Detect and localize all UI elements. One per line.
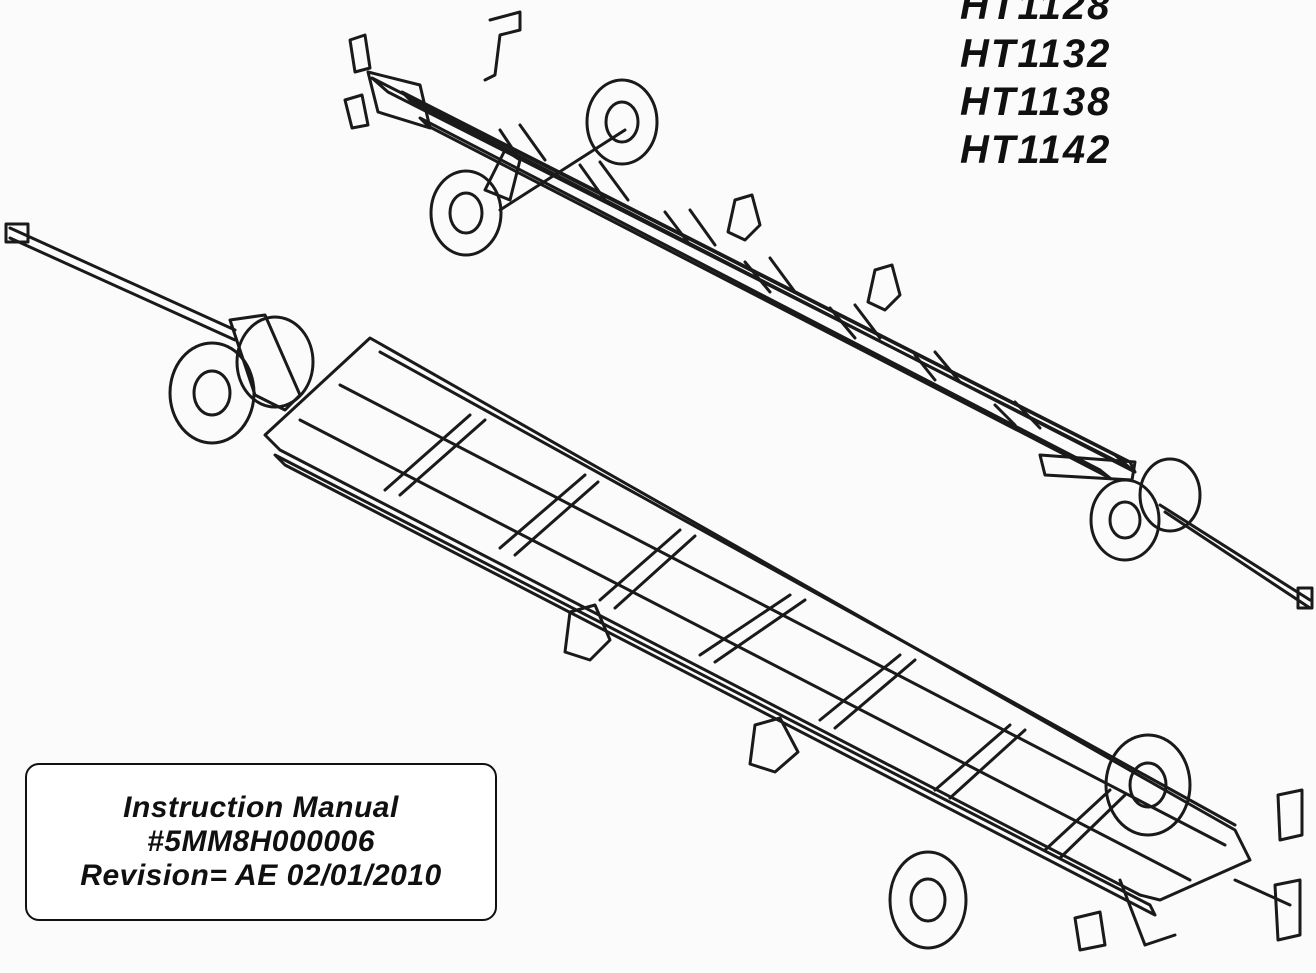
manual-revision: Revision= AE 02/01/2010 bbox=[80, 859, 442, 892]
model-number: HT1128 bbox=[960, 0, 1112, 28]
manual-title: Instruction Manual bbox=[123, 791, 399, 824]
upper-trailer-wheels bbox=[429, 78, 1202, 562]
manual-info-box: Instruction Manual #5MM8H000006 Revision… bbox=[25, 763, 497, 921]
model-number: HT1142 bbox=[960, 128, 1112, 172]
lower-trailer-frame bbox=[228, 313, 1304, 952]
lower-trailer-wheels bbox=[168, 315, 1192, 950]
upper-trailer-frame bbox=[343, 10, 1137, 482]
model-list: HT1128 HT1132 HT1138 HT1142 bbox=[960, 0, 1260, 174]
manual-number: #5MM8H000006 bbox=[147, 825, 375, 858]
model-number: HT1138 bbox=[960, 80, 1112, 124]
model-number: HT1132 bbox=[960, 32, 1112, 76]
